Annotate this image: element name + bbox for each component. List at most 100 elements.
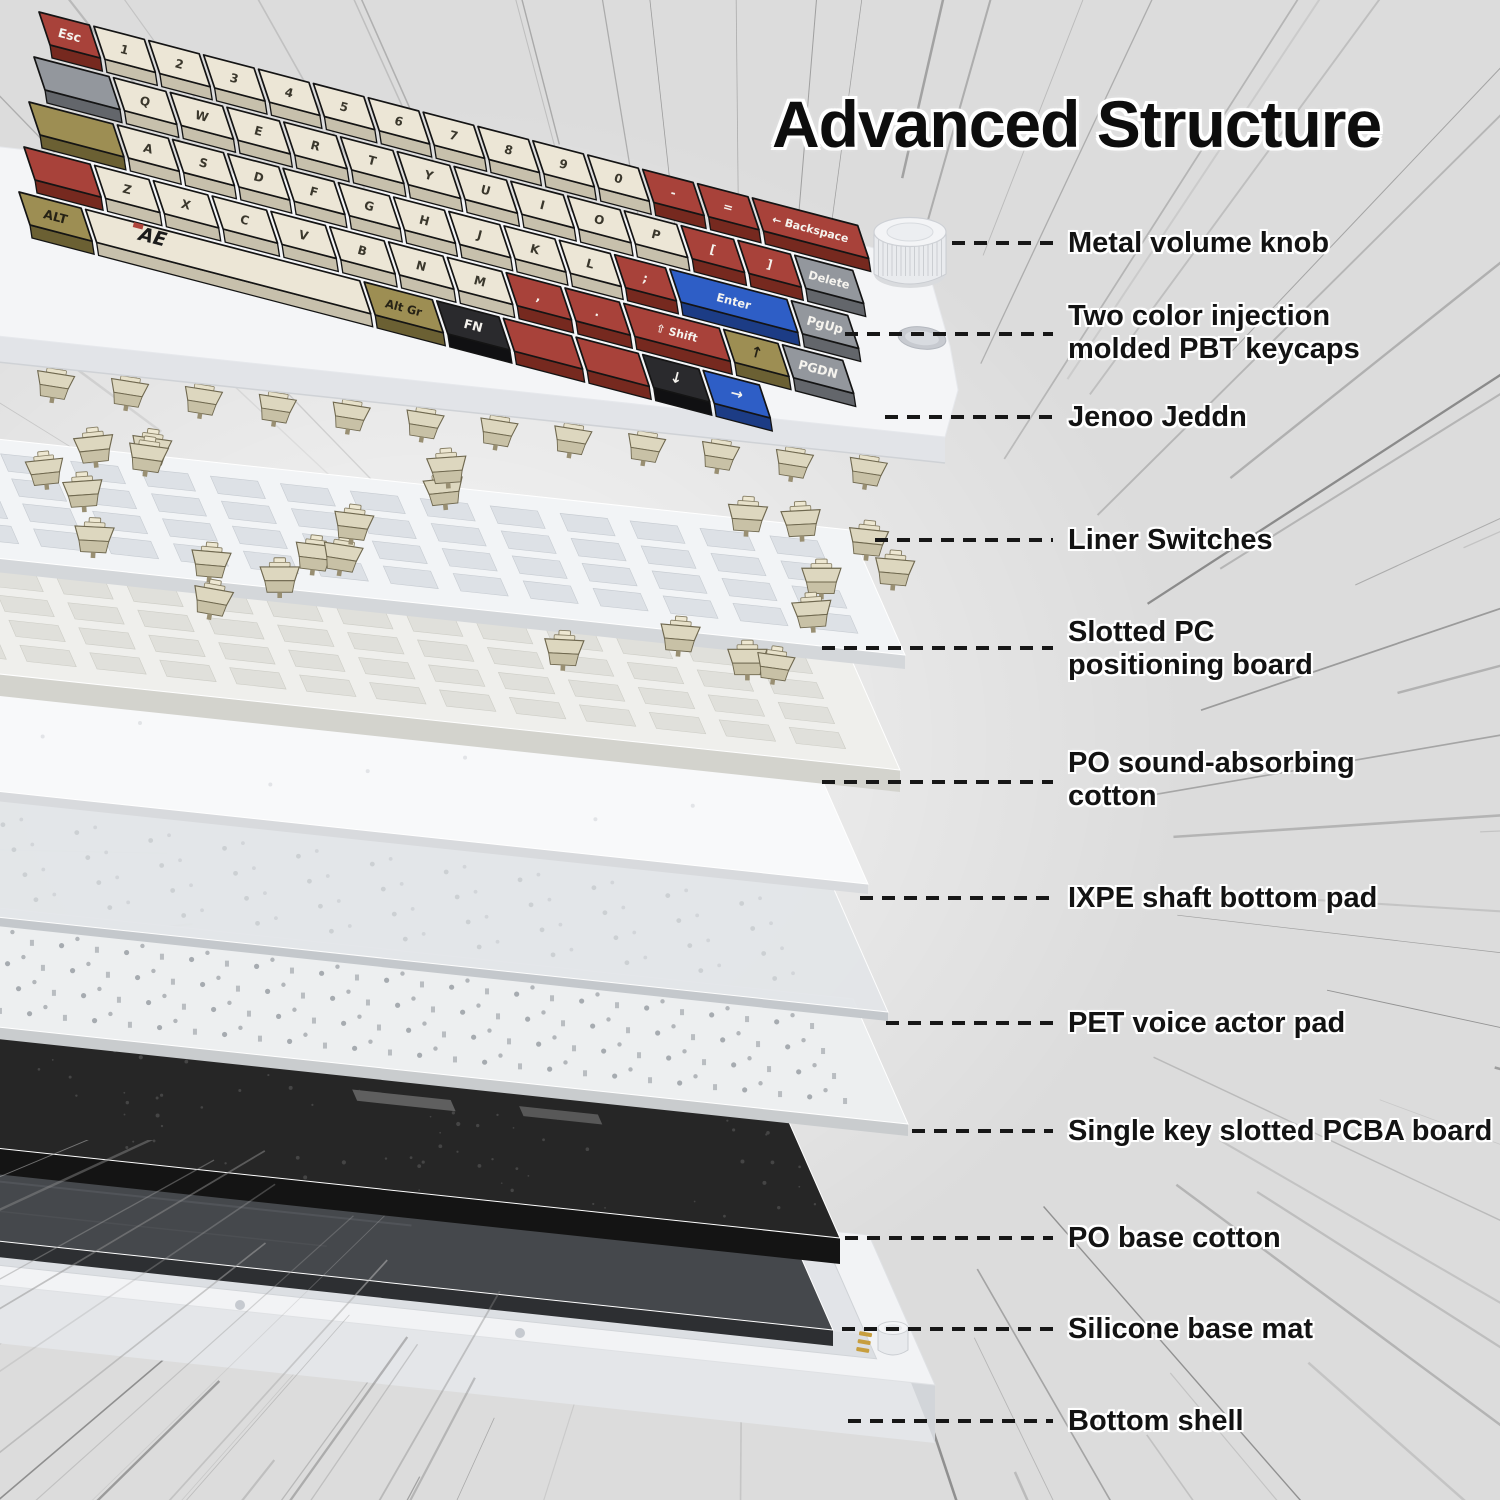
switch xyxy=(554,418,593,459)
keycap-legend: - xyxy=(669,186,677,201)
keycap-legend: N xyxy=(414,258,427,274)
switch xyxy=(801,558,842,600)
keycap-legend: 8 xyxy=(503,142,515,158)
label-text: Single key slotted PCBA board xyxy=(1068,1115,1493,1147)
leader-line xyxy=(912,1129,1053,1133)
keycap-legend: J xyxy=(475,227,484,242)
leader-line xyxy=(822,780,1053,784)
keycap-legend: I xyxy=(538,198,546,213)
keycap-legend: . xyxy=(594,305,602,320)
switch xyxy=(727,495,769,537)
keycap-legend: U xyxy=(479,182,492,198)
switch xyxy=(61,471,103,513)
volume-knob xyxy=(873,216,947,288)
keycap-legend: B xyxy=(356,243,368,259)
switch xyxy=(660,615,701,657)
keycap-legend: C xyxy=(239,212,251,228)
switch xyxy=(74,517,115,559)
label-text: IXPE shaft bottom pad xyxy=(1068,882,1378,914)
keycap-legend: K xyxy=(529,242,542,258)
keycap-legend: O xyxy=(592,212,605,228)
page-title: Advanced Structure xyxy=(772,87,1382,162)
keycap-legend: V xyxy=(297,228,310,244)
label-text: Liner Switches xyxy=(1068,524,1273,556)
switch xyxy=(334,503,375,545)
keycap-legend: ] xyxy=(765,257,774,272)
keycap-legend: 1 xyxy=(119,42,131,58)
switch xyxy=(544,629,585,671)
leader-line xyxy=(848,1419,1053,1423)
keycap-legend: S xyxy=(197,155,209,171)
keycap-legend: P xyxy=(650,227,662,243)
keycap-legend: 6 xyxy=(393,114,405,130)
keycap-legend: ; xyxy=(641,271,649,286)
switch xyxy=(72,426,114,468)
switches-cluster xyxy=(24,363,916,685)
leader-line xyxy=(842,1327,1053,1331)
switch xyxy=(259,557,301,598)
keycap-legend: D xyxy=(252,169,265,185)
switch xyxy=(24,450,64,490)
keycap-legend: H xyxy=(418,213,431,229)
leader-line xyxy=(952,241,1053,245)
label-text: Bottom shell xyxy=(1068,1405,1244,1437)
keycap-legend: Q xyxy=(138,93,151,109)
keycap-legend: FN xyxy=(462,316,484,335)
pcba-layer xyxy=(0,907,909,1136)
switch xyxy=(406,403,445,443)
keycap-legend: G xyxy=(363,198,376,214)
keycap-legend: M xyxy=(472,273,487,290)
keycap-legend: X xyxy=(180,197,193,213)
keycap-legend: → xyxy=(729,383,746,404)
leader-line xyxy=(886,1021,1053,1025)
label-text: Metal volume knob xyxy=(1068,227,1330,259)
pet-pad-layer xyxy=(0,797,889,1021)
switch xyxy=(780,500,821,542)
keycap-legend: F xyxy=(308,184,319,200)
switch xyxy=(480,411,519,451)
leader-line xyxy=(875,538,1053,542)
switch xyxy=(874,549,916,591)
keycap-legend: 4 xyxy=(283,85,295,101)
keycap-legend: ALT xyxy=(42,206,70,227)
switch xyxy=(628,426,667,467)
switch xyxy=(194,578,235,621)
speed-lines-overlay xyxy=(0,1140,501,1500)
leader-line xyxy=(845,1236,1053,1240)
keycap-legend: [ xyxy=(708,242,717,257)
keycap-legend: , xyxy=(535,289,543,304)
keycap-legend: ↑ xyxy=(748,342,765,363)
keycap-legend: ↓ xyxy=(668,368,685,389)
keycap-legend: Y xyxy=(422,167,435,183)
keycap-legend: A xyxy=(142,141,155,157)
keycap-legend: 7 xyxy=(448,128,460,144)
switch xyxy=(128,435,170,477)
leader-line xyxy=(860,896,1053,900)
leader-line xyxy=(885,415,1053,419)
keycap-legend: W xyxy=(194,108,210,125)
keycap-legend: R xyxy=(309,138,321,154)
switch xyxy=(848,519,890,561)
switch xyxy=(37,363,76,404)
keycap-legend: L xyxy=(585,256,596,272)
keycap-legend: 3 xyxy=(228,71,240,87)
switch xyxy=(425,447,467,489)
label-text: Jenoo Jeddn xyxy=(1068,401,1247,433)
keycap-legend: E xyxy=(253,123,264,139)
switch xyxy=(757,645,796,685)
keycap-legend: 2 xyxy=(174,56,186,72)
keycap-legend: Esc xyxy=(56,25,82,45)
switch xyxy=(191,541,232,583)
label-text: PET voice actor pad xyxy=(1068,1007,1346,1039)
keycap-legend: Z xyxy=(121,182,133,198)
label-text: PO base cotton xyxy=(1068,1222,1281,1254)
leader-line xyxy=(822,646,1053,650)
keycap-legend: = xyxy=(722,199,735,215)
switch xyxy=(790,591,832,633)
keycap-legend: 5 xyxy=(338,99,350,115)
